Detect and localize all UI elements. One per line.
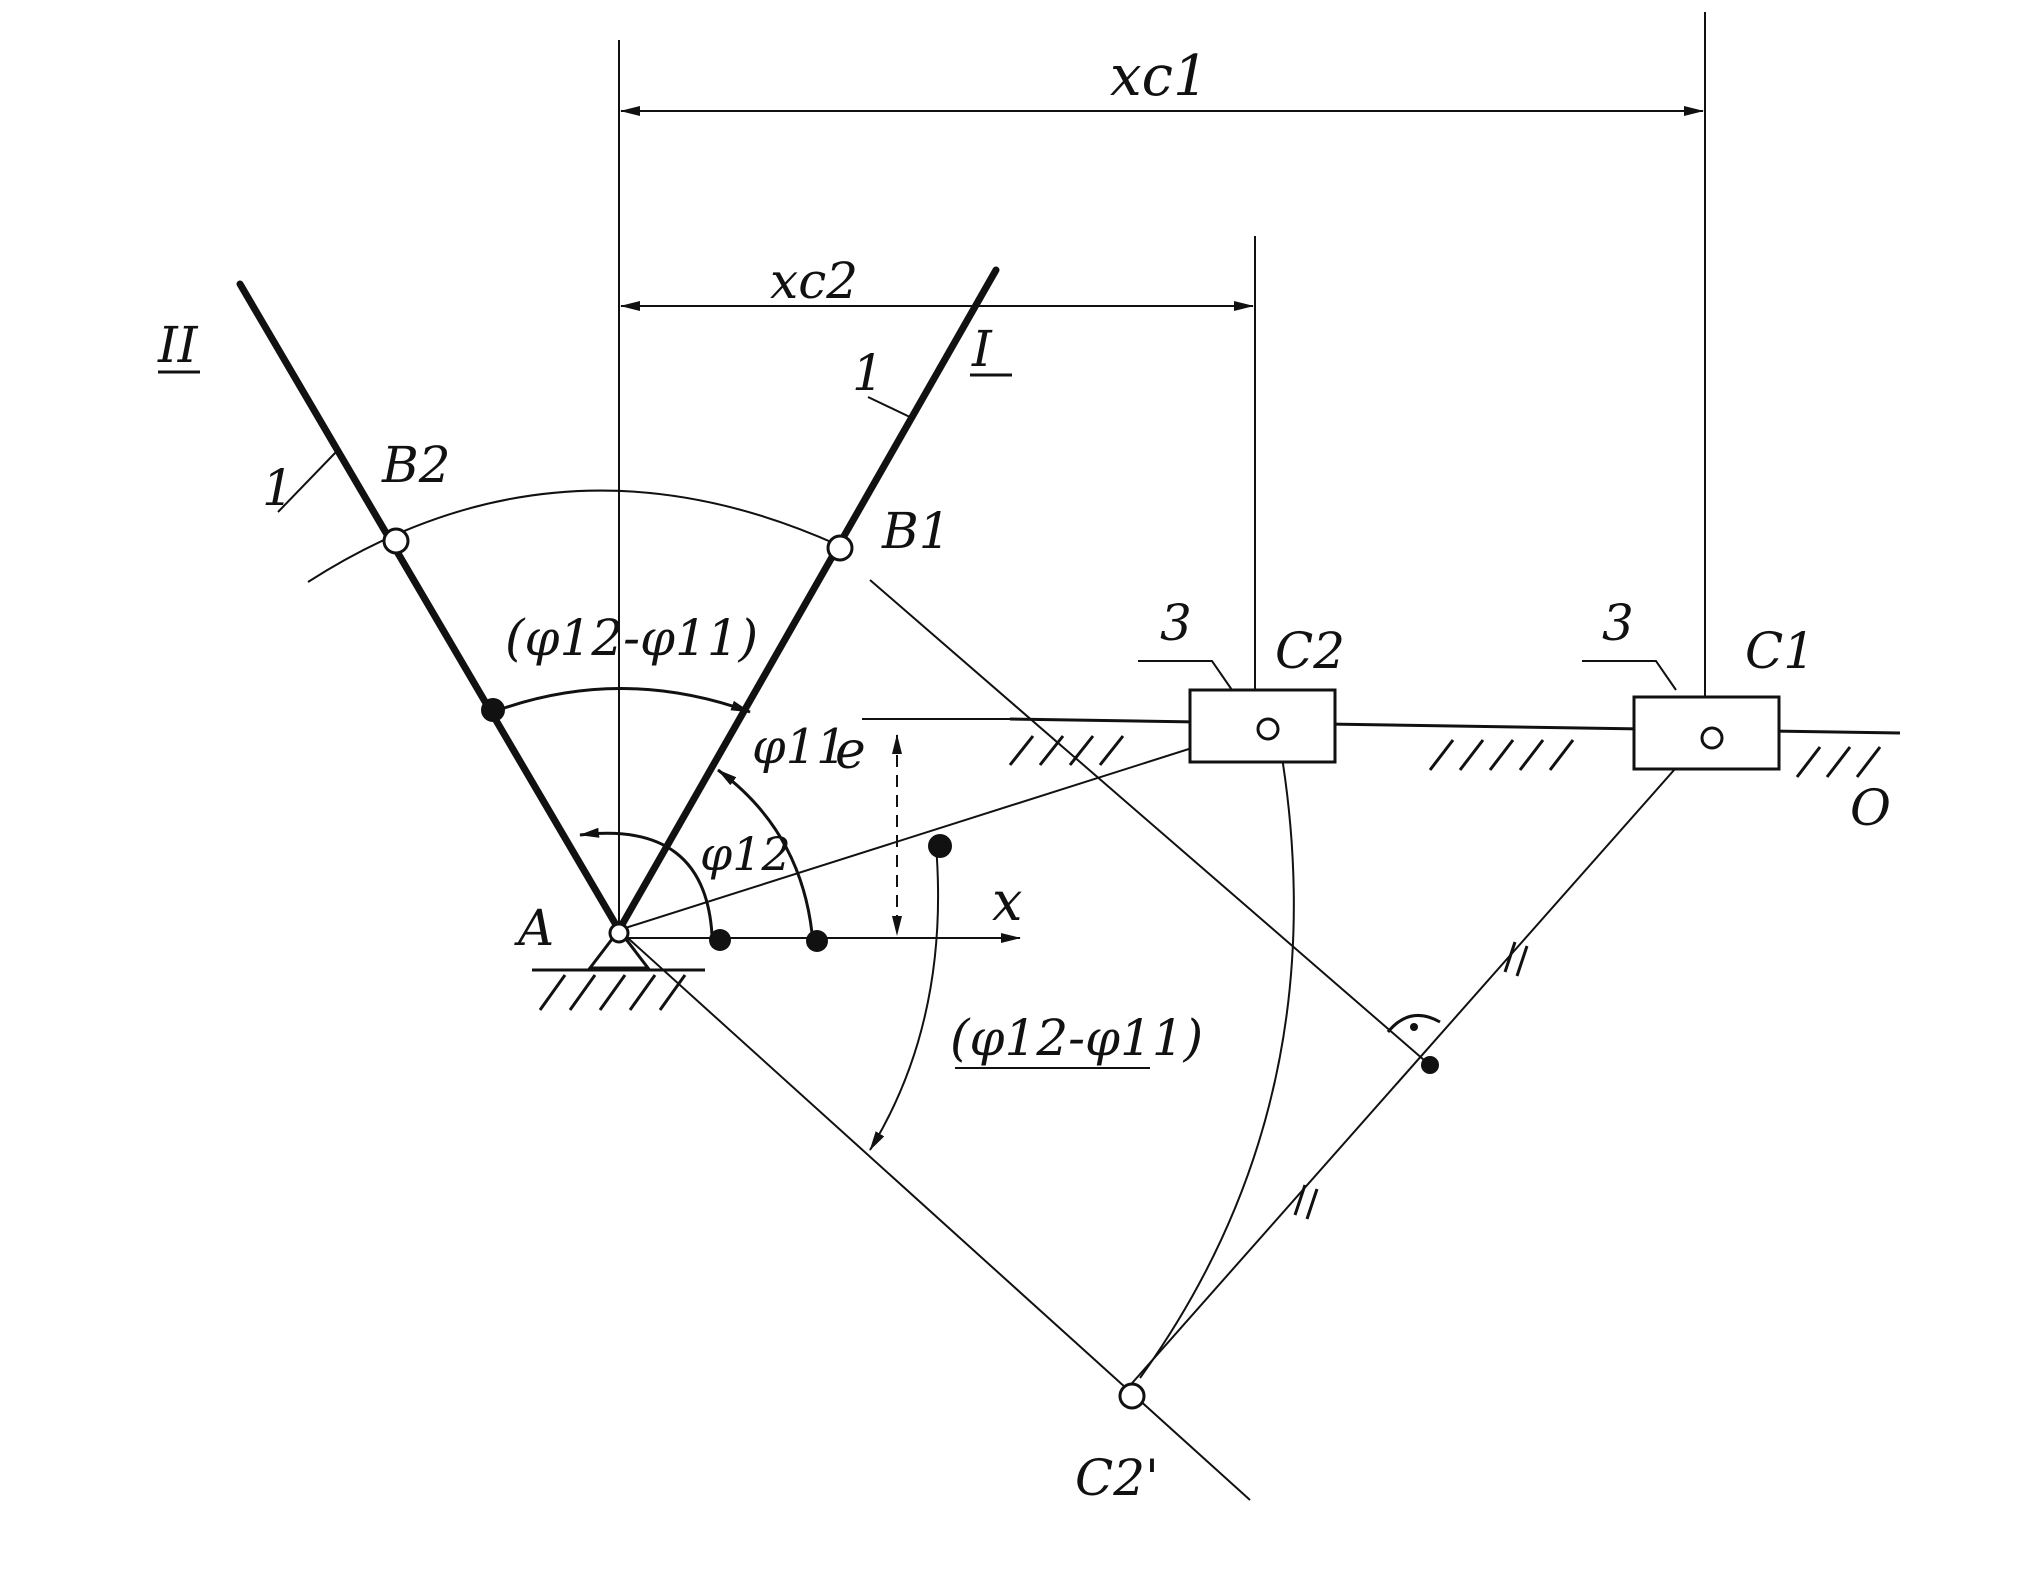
label-C2-prime: C2' [1075, 1449, 1159, 1507]
angle-arc-phi11 [717, 768, 814, 934]
joint-C2 [1256, 717, 1280, 741]
label-slider3-right: 3 [1602, 594, 1634, 652]
label-B2: B2 [381, 436, 451, 494]
label-angle-diff-top: (φ12-φ11) [505, 609, 758, 667]
dot-phi11-end [806, 930, 828, 952]
label-C2: C2 [1275, 622, 1345, 680]
label-A: A [514, 899, 554, 957]
equal-ticks-top [1503, 941, 1529, 977]
line-C1-C2prime [1125, 734, 1706, 1391]
link1-position-II [236, 280, 623, 934]
dot-on-link-II [481, 698, 505, 722]
angle-arc-phi12-phi11-bottom [869, 844, 940, 1151]
ground-hatching-A [538, 974, 687, 1011]
joint-C2-prime [1118, 1382, 1146, 1410]
label-angle-diff-bottom: (φ12-φ11) [950, 1009, 1203, 1067]
label-link1-left: 1 [262, 459, 294, 517]
link1-position-I [615, 266, 1000, 934]
label-offset-e: e [835, 721, 866, 781]
angle-arc-phi12-phi11-top [492, 687, 751, 714]
label-xc1: xc1 [1110, 44, 1209, 109]
label-position-I: I [971, 320, 993, 378]
label-phi11: φ11 [752, 719, 847, 775]
fixed-pivot-A [586, 927, 652, 970]
joint-B1 [826, 534, 854, 562]
dot-perpendicular-foot [1421, 1056, 1439, 1074]
label-B1: B1 [881, 502, 951, 560]
label-link1-right: 1 [852, 344, 884, 402]
right-angle-dot [1410, 1023, 1418, 1031]
rotated-line-A-C2prime [618, 929, 1251, 1501]
arc-C2-to-C2prime [1139, 744, 1295, 1379]
crank-circle-arc [307, 489, 839, 583]
ground-hatching-guide [1008, 735, 1882, 778]
joint-C1 [1700, 726, 1724, 750]
leader-slider3-right [1582, 660, 1677, 691]
label-x-axis: x [992, 870, 1022, 933]
leader-link1-left [277, 451, 337, 513]
label-slider3-left: 3 [1160, 594, 1192, 652]
dot-on-connecting-line [928, 834, 952, 858]
joint-B2 [382, 527, 410, 555]
joint-A [608, 922, 630, 944]
line-B1-perpendicular [869, 579, 1425, 1061]
equal-ticks-bottom [1293, 1184, 1319, 1220]
angle-arc-phi12 [579, 827, 714, 936]
label-position-II: II [157, 316, 199, 374]
leader-slider3-left [1138, 660, 1233, 691]
label-xc2: xc2 [770, 252, 858, 310]
label-phi12: φ12 [700, 827, 791, 881]
label-C1: C1 [1745, 622, 1815, 680]
leader-link1-right [867, 396, 913, 419]
label-ground-O: O [1850, 779, 1891, 837]
connecting-line-A-C2 [618, 727, 1256, 931]
dot-phi12-end [709, 929, 731, 951]
right-angle-mark [1386, 1013, 1441, 1033]
